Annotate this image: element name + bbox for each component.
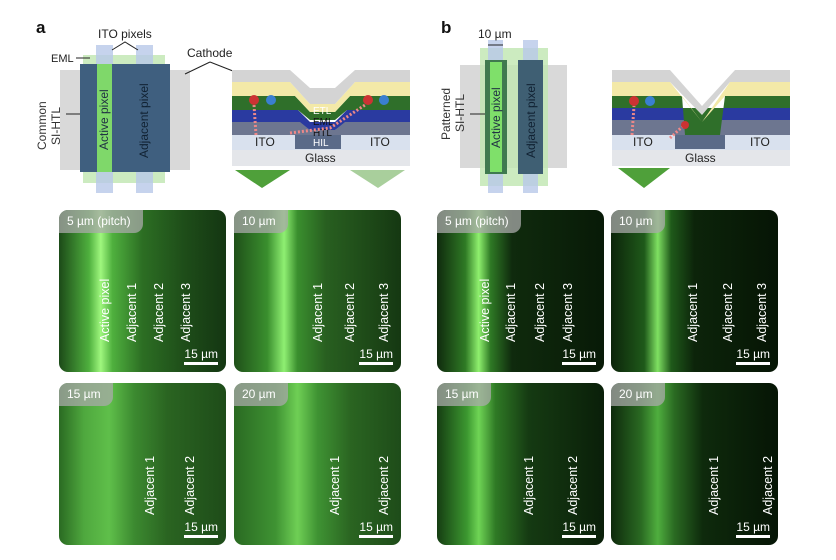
scale-bar: 15 µm xyxy=(184,520,218,538)
scale-bar-label: 15 µm xyxy=(736,347,770,361)
htl-label-1: Patterned xyxy=(439,88,453,140)
tile-label: Adjacent 2 xyxy=(377,455,391,515)
tile-title: 15 µm xyxy=(59,383,113,406)
panel-a-schematic: Active pixel Adjacent pixel ITO pixels E… xyxy=(35,27,410,193)
tile-label: Adjacent 1 xyxy=(311,282,325,342)
tile-title: 15 µm xyxy=(437,383,491,406)
emission-arrow-weak-icon xyxy=(350,170,405,188)
tile-label: Adjacent 2 xyxy=(566,455,580,515)
image-tile-b-5um: 5 µm (pitch) Active pixel Adjacent 1 Adj… xyxy=(437,210,604,372)
cross-section-b: ITO ITO Glass xyxy=(612,70,790,188)
tile-label: Adjacent 3 xyxy=(755,282,769,342)
scale-bar-label: 15 µm xyxy=(359,347,393,361)
ito-right-label: ITO xyxy=(370,135,390,149)
image-tile-a-20um: 20 µm Adjacent 1 Adjacent 2 15 µm xyxy=(234,383,401,545)
scale-bar-label: 15 µm xyxy=(184,347,218,361)
active-pixel-label: Active pixel xyxy=(489,87,503,148)
tile-label: Adjacent 2 xyxy=(761,455,775,515)
tile-label: Adjacent 1 xyxy=(125,282,139,342)
scale-bar-label: 15 µm xyxy=(184,520,218,534)
emission-arrow-icon xyxy=(235,170,290,188)
electron-icon xyxy=(645,96,655,106)
active-pixel-label: Active pixel xyxy=(97,89,111,150)
electron-icon xyxy=(379,95,389,105)
tile-title: 10 µm xyxy=(234,210,288,233)
cathode-label: Cathode xyxy=(187,46,233,60)
hole-icon xyxy=(363,95,373,105)
tile-title: 20 µm xyxy=(234,383,288,406)
tile-label: Active pixel xyxy=(478,278,492,342)
tile-title: 10 µm xyxy=(611,210,665,233)
hil-label: HIL xyxy=(313,138,329,149)
ito-left-label: ITO xyxy=(255,135,275,149)
cross-section-a: ETL EML HTL HIL ITO ITO Glass xyxy=(232,70,410,188)
image-tile-a-5um: 5 µm (pitch) Active pixel Adjacent 1 Adj… xyxy=(59,210,226,372)
tile-label: Adjacent 1 xyxy=(328,455,342,515)
glass-label: Glass xyxy=(305,151,336,165)
tile-label: Adjacent 3 xyxy=(377,282,391,342)
tile-label: Adjacent 3 xyxy=(179,282,193,342)
hole-icon xyxy=(249,95,259,105)
scale-bar: 15 µm xyxy=(184,347,218,365)
image-tile-b-15um: 15 µm Adjacent 1 Adjacent 2 15 µm xyxy=(437,383,604,545)
tile-label: Adjacent 2 xyxy=(152,282,166,342)
image-tile-a-15um: 15 µm Adjacent 1 Adjacent 2 15 µm xyxy=(59,383,226,545)
adjacent-pixel-label: Adjacent pixel xyxy=(137,83,151,158)
eml-layer-label: EML xyxy=(313,117,334,128)
tile-label: Adjacent 1 xyxy=(522,455,536,515)
scale-bar-label: 15 µm xyxy=(562,520,596,534)
image-tile-a-10um: 10 µm Adjacent 1 Adjacent 2 Adjacent 3 1… xyxy=(234,210,401,372)
image-tile-b-10um: 10 µm Adjacent 1 Adjacent 2 Adjacent 3 1… xyxy=(611,210,778,372)
emission-arrow-icon xyxy=(618,168,670,188)
tile-title: 5 µm (pitch) xyxy=(437,210,521,233)
htl-layer-label: HTL xyxy=(313,128,332,139)
etl-label: ETL xyxy=(313,106,332,117)
tile-label: Adjacent 1 xyxy=(686,282,700,342)
adjacent-pixel-label: Adjacent pixel xyxy=(524,83,538,158)
tile-label: Adjacent 2 xyxy=(721,282,735,342)
ito-left-label: ITO xyxy=(633,135,653,149)
scale-bar: 15 µm xyxy=(562,520,596,538)
htl-label-2: SI-HTL xyxy=(453,94,467,132)
tile-label: Adjacent 2 xyxy=(343,282,357,342)
hole-icon xyxy=(681,121,689,129)
ito-pixels-label: ITO pixels xyxy=(98,27,152,41)
scale-bar: 15 µm xyxy=(562,347,596,365)
width-label: 10 µm xyxy=(478,27,512,41)
eml-label: EML xyxy=(51,53,74,65)
hole-icon xyxy=(629,96,639,106)
electron-icon xyxy=(266,95,276,105)
tile-label: Adjacent 2 xyxy=(533,282,547,342)
tile-label: Adjacent 1 xyxy=(143,455,157,515)
ito-right-label: ITO xyxy=(750,135,770,149)
scale-bar: 15 µm xyxy=(736,347,770,365)
panel-a-label: a xyxy=(36,18,46,37)
scale-bar-label: 15 µm xyxy=(736,520,770,534)
htl-label-1: Common xyxy=(35,101,49,150)
tile-title: 5 µm (pitch) xyxy=(59,210,143,233)
tile-label: Adjacent 3 xyxy=(561,282,575,342)
tile-label: Adjacent 1 xyxy=(504,282,518,342)
panel-b-schematic: Active pixel Adjacent pixel 10 µm Patter… xyxy=(439,27,790,193)
tile-title: 20 µm xyxy=(611,383,665,406)
panel-b-label: b xyxy=(441,18,452,37)
tile-label: Active pixel xyxy=(98,278,112,342)
scale-bar: 15 µm xyxy=(736,520,770,538)
scale-bar-label: 15 µm xyxy=(359,520,393,534)
glass-label: Glass xyxy=(685,151,716,165)
image-tile-b-20um: 20 µm Adjacent 1 Adjacent 2 15 µm xyxy=(611,383,778,545)
scale-bar: 15 µm xyxy=(359,347,393,365)
htl-label-2: SI-HTL xyxy=(49,107,63,145)
tile-label: Adjacent 2 xyxy=(183,455,197,515)
scale-bar-label: 15 µm xyxy=(562,347,596,361)
scale-bar: 15 µm xyxy=(359,520,393,538)
tile-label: Adjacent 1 xyxy=(707,455,721,515)
